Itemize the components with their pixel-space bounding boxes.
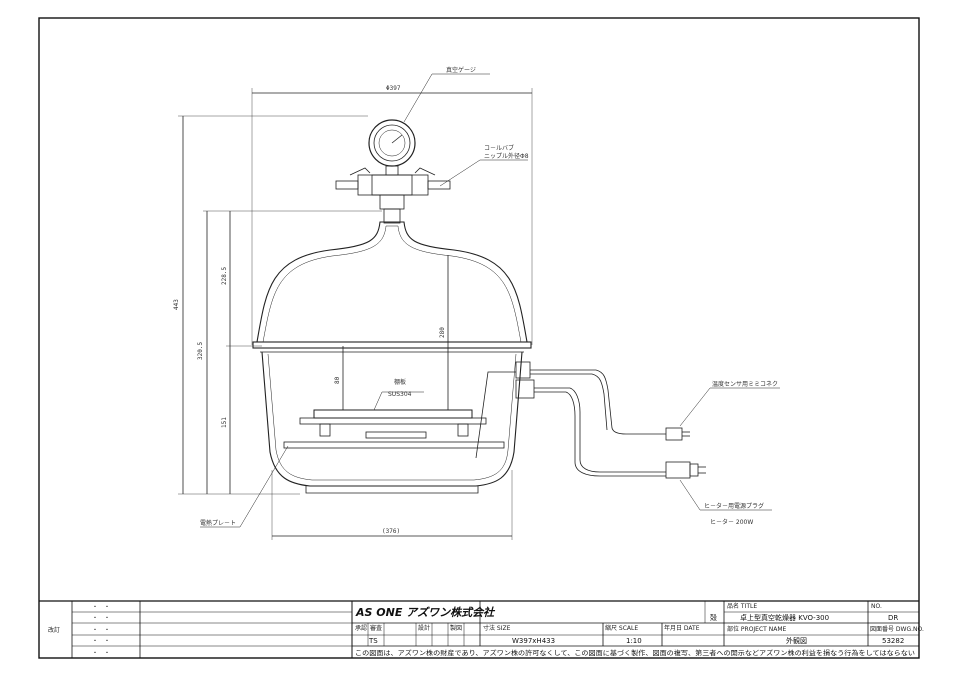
label-heater-plug: ヒ－タ－用電源プラグ — [704, 502, 764, 510]
technical-drawing — [178, 73, 780, 540]
revision-label: 改訂 — [48, 626, 60, 634]
scale-label: 縮尺 SCALE — [605, 624, 638, 632]
label-valve: コ－ルバブ — [484, 144, 514, 152]
drawing-label: 製図 — [450, 624, 462, 632]
no-value: DR — [888, 614, 898, 622]
design-label: 設計 — [418, 624, 430, 632]
title-value: 卓上型真空乾燥器 KVO-300 — [740, 613, 829, 622]
size-label: 寸法 SIZE — [483, 624, 511, 632]
dwg-value: 53282 — [882, 637, 904, 645]
dim-inner-depth: 280 — [439, 327, 446, 338]
dim-body-height: 320.5 — [197, 342, 204, 360]
company-logo: AS ONE アズワン株式会社 — [355, 606, 496, 619]
project-value: 外観図 — [786, 636, 807, 645]
no-label: NO. — [871, 603, 882, 610]
dim-lid-height: 228.5 — [221, 267, 228, 285]
title-block — [39, 600, 919, 658]
project-label: 部位 PROJECT NAME — [727, 625, 787, 633]
confidentiality-notice: この図面は、アズワン株の財産であり、アズワン株の許可なくして、この図面に基づく製… — [355, 648, 915, 657]
size-value: W397xH433 — [512, 637, 555, 645]
scale-value: 1:10 — [626, 637, 642, 645]
approval-label: 承認 — [355, 624, 367, 632]
check-value: TS — [368, 637, 378, 645]
revision-mark: ・ ・ — [92, 650, 110, 657]
title-label: 品名 TITLE — [727, 602, 757, 610]
mark-value: 殻 — [710, 613, 717, 622]
label-shelf-material: SUS304 — [388, 391, 412, 398]
dim-shelf-gap: 80 — [334, 376, 341, 384]
revision-mark: ・ ・ — [92, 615, 110, 622]
label-nipple: ニップル外径Φ8 — [484, 152, 529, 160]
dwg-label: 図面番号 DWG.NO. — [870, 626, 924, 633]
dim-base-width: (376) — [382, 528, 400, 535]
label-heater-power: ヒ－タ－ 200W — [710, 518, 753, 526]
label-heater-plate: 電熱プレ－ト — [200, 519, 236, 527]
dim-top-width: Φ397 — [386, 85, 401, 92]
date-label: 年月日 DATE — [664, 624, 700, 632]
revision-mark: ・ ・ — [92, 604, 110, 611]
label-shelf: 棚板 — [394, 378, 406, 386]
dim-total-height: 443 — [173, 299, 180, 310]
label-vacuum-gauge: 真空ゲージ — [446, 66, 476, 74]
label-sensor-connector: 温度センサ用ミミコネク — [712, 380, 778, 388]
revision-mark: ・ ・ — [92, 627, 110, 634]
check-label: 審査 — [370, 624, 382, 632]
sheet-border — [38, 17, 920, 659]
dim-base-height: 151 — [221, 417, 228, 428]
revision-mark: ・ ・ — [92, 638, 110, 645]
